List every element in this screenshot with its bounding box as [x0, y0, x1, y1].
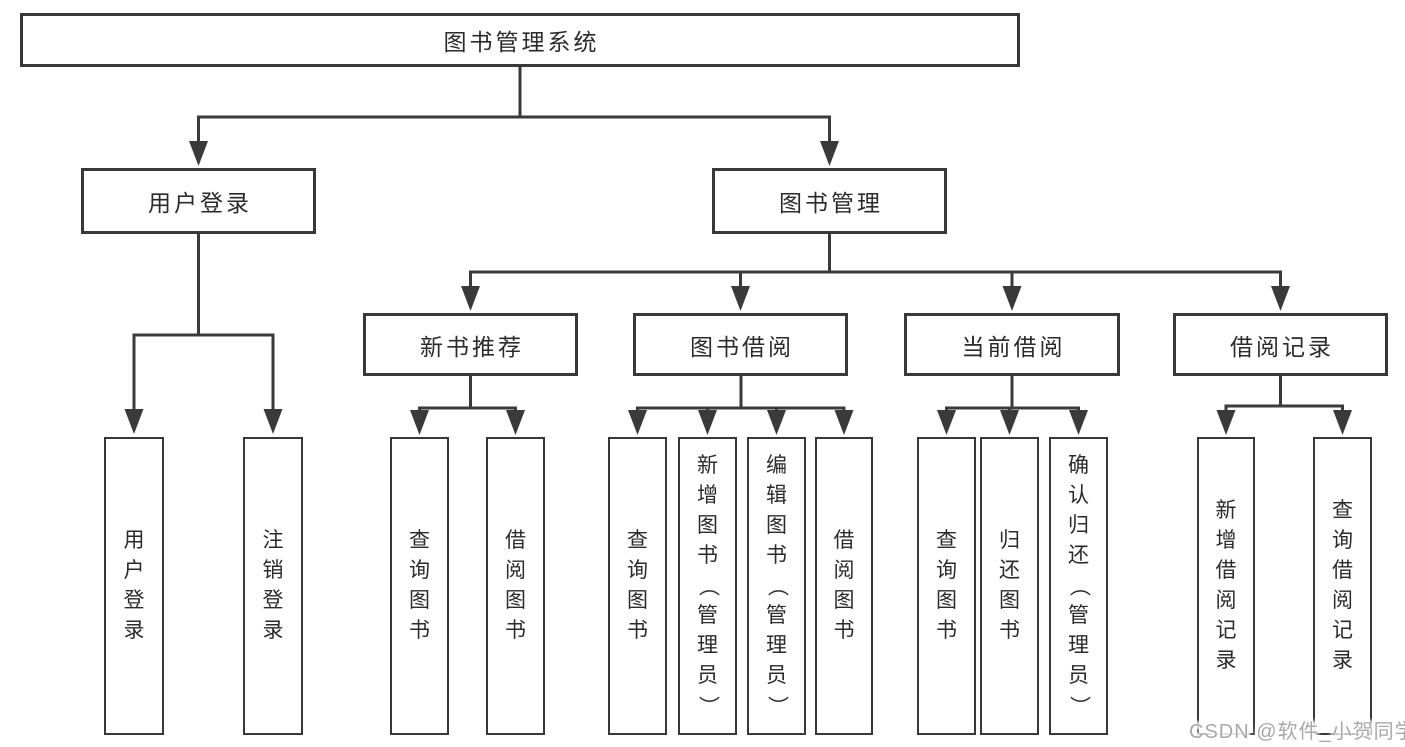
node-borrowing-records: 借阅记录: [1173, 313, 1388, 376]
node-query-borrow-record: 查询借阅记录: [1313, 437, 1372, 735]
node-label: 新增借阅记录: [1215, 499, 1237, 672]
arrowhead-icon: [506, 410, 525, 435]
node-user-login: 用户登录: [81, 168, 316, 234]
node-label: 图书借阅: [690, 333, 794, 360]
arrowhead-icon: [820, 141, 839, 166]
node-query-books-recommend: 查询图书: [390, 437, 449, 735]
node-borrow-books-borrowing: 借阅图书: [815, 437, 873, 735]
node-book-borrowing: 图书借阅: [633, 313, 848, 376]
arrowhead-icon: [834, 410, 854, 435]
node-return-books: 归还图书: [980, 437, 1039, 735]
arrowhead-icon: [124, 409, 144, 434]
arrowhead-icon: [189, 141, 208, 166]
arrowhead-icon: [461, 286, 480, 311]
node-label: 借阅记录: [1230, 333, 1334, 360]
node-confirm-return-admin: 确认归还（管理员）: [1049, 437, 1108, 735]
connector-book-borrowing: [628, 374, 854, 435]
arrowhead-icon: [1271, 286, 1290, 311]
arrowhead-icon: [1069, 410, 1088, 435]
node-edit-books-admin: 编辑图书（管理员）: [747, 437, 806, 735]
arrowhead-icon: [1216, 410, 1236, 435]
connector-root: [189, 65, 839, 166]
arrowhead-icon: [731, 286, 750, 311]
node-label: 用户登录: [123, 529, 145, 642]
connector-new-book-recommend: [410, 374, 525, 435]
node-query-books-current: 查询图书: [917, 437, 976, 735]
node-add-books-admin: 新增图书（管理员）: [678, 437, 737, 735]
node-logout-leaf: 注销登录: [243, 437, 303, 735]
arrowhead-icon: [263, 409, 283, 434]
node-query-books-borrowing: 查询图书: [608, 437, 667, 735]
node-label: 新增图书（管理员）: [696, 454, 720, 717]
node-label: 图书管理: [779, 190, 883, 216]
arrowhead-icon: [937, 410, 956, 435]
node-label: 借阅图书: [505, 529, 526, 642]
arrowhead-icon: [628, 410, 647, 435]
node-label: 归还图书: [999, 529, 1020, 642]
arrowhead-icon: [410, 410, 429, 435]
arrowhead-icon: [1002, 286, 1022, 311]
connector-book-management: [461, 232, 1290, 311]
node-label: 编辑图书（管理员）: [765, 454, 789, 717]
node-label: 查询图书: [409, 529, 430, 642]
node-label: 注销登录: [262, 529, 284, 642]
watermark-text: CSDN @软件_小贺同学: [1189, 721, 1405, 743]
node-label: 查询图书: [936, 529, 957, 642]
node-label: 图书管理系统: [443, 29, 600, 55]
connector-current-borrowing: [937, 374, 1088, 435]
arrowhead-icon: [1333, 410, 1352, 435]
node-label: 确认归还（管理员）: [1067, 454, 1091, 717]
node-new-book-recommend: 新书推荐: [363, 313, 578, 376]
node-label: 当前借阅: [961, 333, 1066, 360]
node-current-borrowing: 当前借阅: [904, 313, 1120, 376]
arrowhead-icon: [767, 410, 786, 435]
node-label: 用户登录: [148, 190, 252, 216]
arrowhead-icon: [1000, 410, 1019, 435]
node-label: 查询图书: [627, 529, 648, 642]
node-borrow-books-recommend: 借阅图书: [486, 437, 545, 735]
arrowhead-icon: [698, 410, 717, 435]
connector-user-login: [124, 232, 283, 434]
node-add-borrow-record: 新增借阅记录: [1197, 437, 1255, 735]
node-user-login-leaf: 用户登录: [104, 437, 164, 735]
node-label: 借阅图书: [833, 529, 855, 642]
node-root: 图书管理系统: [20, 13, 1020, 67]
connector-borrowing-records: [1216, 374, 1352, 435]
node-label: 查询借阅记录: [1332, 499, 1353, 672]
node-label: 新书推荐: [420, 333, 524, 360]
node-book-management: 图书管理: [712, 168, 947, 234]
